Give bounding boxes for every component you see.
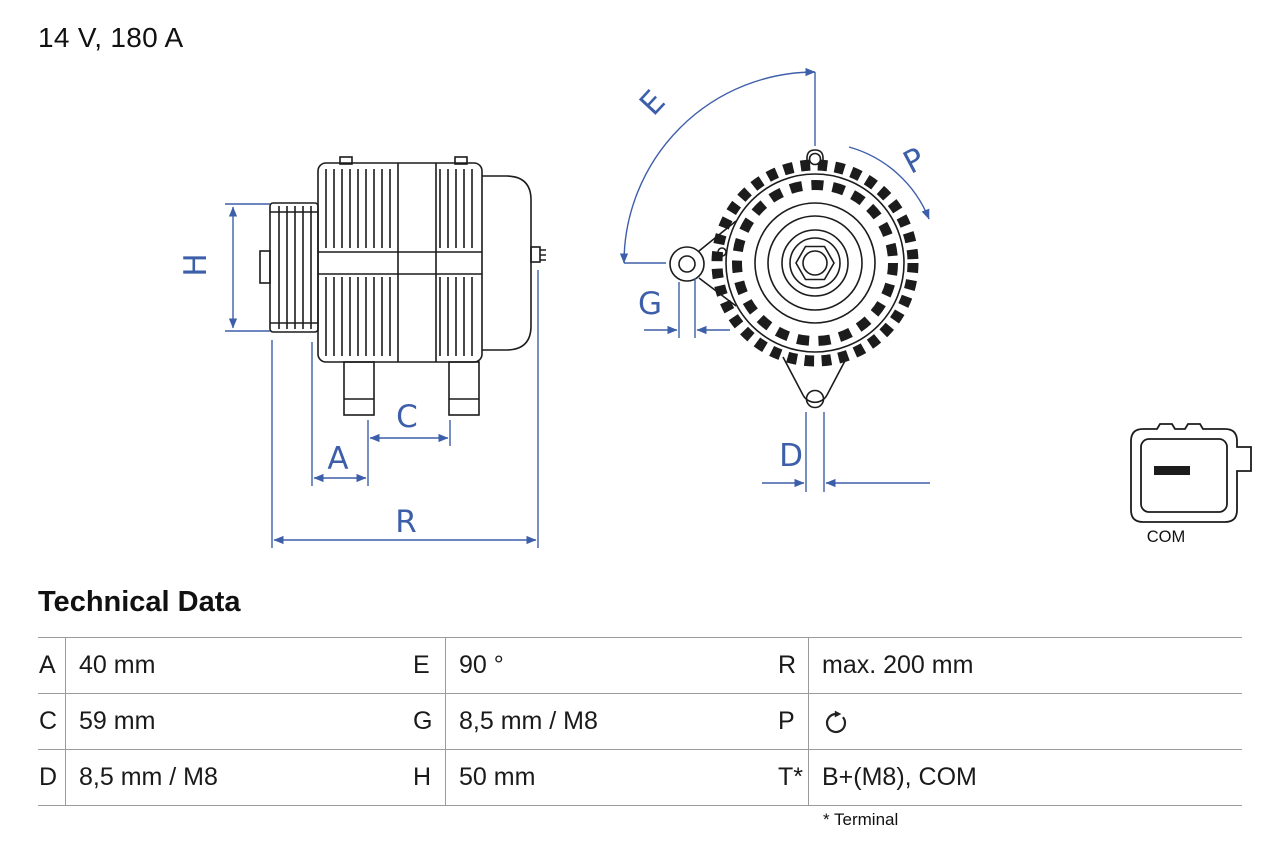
connector-label: COM — [1147, 528, 1186, 546]
dim-key-t: T* — [765, 749, 808, 805]
dim-value-r: max. 200 mm — [808, 637, 1242, 693]
dimension-annotations — [225, 67, 930, 548]
rotation-direction-icon — [825, 710, 847, 733]
dim-key-h: H — [400, 749, 445, 805]
product-rating: 14 V, 180 A — [38, 22, 184, 53]
dim-value-p — [808, 693, 1242, 749]
mounting-foot-right — [448, 361, 480, 416]
dim-value-t: B+(M8), COM — [808, 749, 1242, 805]
mounting-lug-bottom — [782, 356, 848, 396]
technical-drawing: H A C R E G P D COM — [178, 67, 1252, 548]
terminal-stud — [530, 246, 541, 263]
shaft — [259, 250, 271, 284]
connector-diagram — [1130, 423, 1252, 523]
dim-value-g: 8,5 mm / M8 — [445, 693, 765, 749]
dimension-label-a: A — [327, 441, 348, 477]
vent-slots — [732, 180, 898, 346]
dim-key-a: A — [38, 637, 65, 693]
dim-key-p: P — [765, 693, 808, 749]
dimension-label-r: R — [395, 504, 417, 540]
dim-value-a: 40 mm — [65, 637, 400, 693]
dimension-label-h: H — [178, 253, 214, 276]
connector-terminal-bar — [1154, 466, 1190, 475]
dim-key-c: C — [38, 693, 65, 749]
dimension-label-d: D — [779, 438, 803, 474]
dimension-label-e: E — [633, 84, 673, 123]
dim-key-e: E — [400, 637, 445, 693]
alternator-side-view — [259, 156, 546, 416]
cooling-fins-bottom — [325, 277, 473, 356]
dim-value-e: 90 ° — [445, 637, 765, 693]
alternator-front-view — [669, 149, 919, 409]
dim-value-d: 8,5 mm / M8 — [65, 749, 400, 805]
housing-body — [317, 162, 483, 363]
rear-cover — [482, 175, 532, 351]
dimension-label-g: G — [638, 286, 662, 322]
cooling-fins-top — [325, 169, 473, 248]
toothed-rim — [711, 159, 919, 367]
dim-key-r: R — [765, 637, 808, 693]
dimension-label-c: C — [396, 399, 418, 435]
dimension-label-p: P — [898, 141, 931, 182]
dim-key-g: G — [400, 693, 445, 749]
technical-data-table: A 40 mm E 90 ° R max. 200 mm C 59 mm G 8… — [38, 637, 1242, 805]
mounting-foot-left — [343, 361, 375, 416]
terminal-footnote: * Terminal — [823, 810, 899, 829]
dim-value-h: 50 mm — [445, 749, 765, 805]
ear-hole — [678, 255, 696, 273]
dim-value-c: 59 mm — [65, 693, 400, 749]
dim-key-d: D — [38, 749, 65, 805]
table-bottom-rule — [38, 805, 1242, 806]
technical-data-title: Technical Data — [38, 586, 241, 618]
lug-hole — [805, 389, 825, 409]
